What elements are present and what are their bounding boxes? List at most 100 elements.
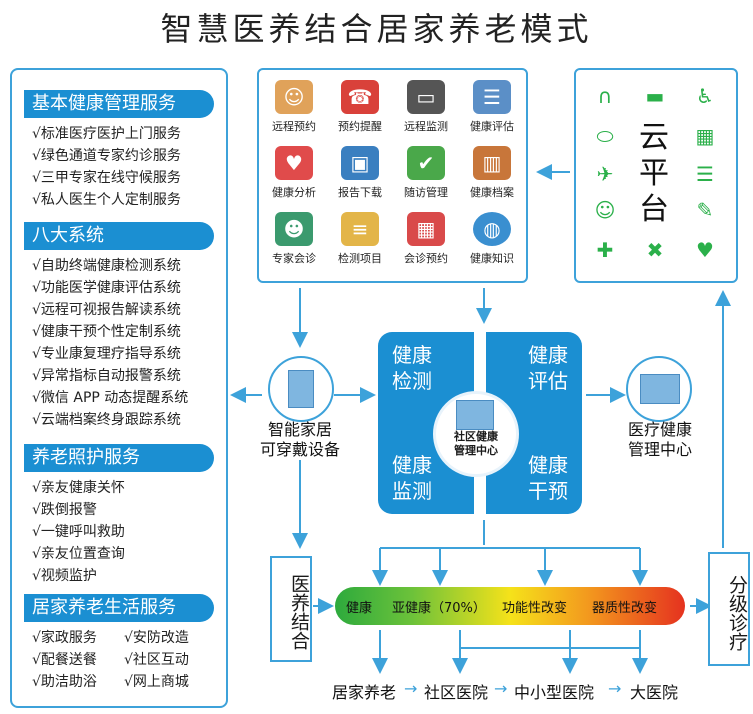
health-status-gradient-bar [335, 587, 685, 625]
chain-step: 中小型医院 [514, 683, 595, 702]
service-health-knowledge: ◍ 健康知识 [461, 212, 523, 266]
list-item: √一键呼叫救助 [32, 524, 125, 540]
wheelchair-icon: ♿ [696, 84, 714, 108]
community-health-center-hub: 社区健康 管理中心 [433, 391, 519, 477]
online-services-panel: ☺ 远程预约 ☎ 预约提醒 ▭ 远程监测 ☰健康评估 ♥ 健康分析 ▣ 报告下载 ✔ 随访管… [257, 68, 528, 283]
list-item: √亲友位置查询 [32, 546, 125, 562]
cloud-platform-label: 云 平 台 [634, 120, 674, 228]
service-label: 预约提醒 [338, 120, 382, 133]
list-item: √功能医学健康评估系统 [32, 280, 181, 296]
arrow-right-icon: → [404, 679, 418, 698]
user-check-icon: ✔ [407, 146, 445, 180]
service-label: 专家会诊 [272, 252, 316, 265]
medical-center-label: 医疗健康 管理中心 [627, 420, 692, 459]
gradient-label: 器质性改变 [592, 601, 658, 616]
list-item: √三甲专家在线守候服务 [32, 170, 181, 186]
list-item: √跌倒报警 [32, 502, 97, 518]
list-item: √助洁助浴 [32, 674, 97, 690]
service-label: 远程监测 [404, 120, 448, 133]
list-item: √远程可视报告解读系统 [32, 302, 181, 318]
calendar-icon: ▦ [407, 212, 445, 246]
airplane-icon: ✈ [596, 162, 614, 186]
cloud-platform-panel: ∩ ▬ ♿ ⬭ ▦ ✈ ☰ ☺ ✎ ✚ ✖ ♥ 云 平 台 [574, 68, 738, 283]
first-aid-kit-icon: ✚ [596, 238, 614, 262]
list-item: √社区互动 [124, 652, 189, 668]
quadrant-label: 健康 干预 [528, 453, 568, 503]
globe-icon: ◍ [473, 212, 511, 246]
clipboard-icon: ≡ [341, 212, 379, 246]
service-expert-consultation: ☻ 专家会诊 [263, 212, 325, 266]
service-remote-monitoring: ▭ 远程监测 [395, 80, 457, 134]
pill-icon: ⬭ [596, 124, 614, 148]
hospital-icon: ▦ [695, 124, 715, 148]
section-heading: 居家养老生活服务 [24, 594, 214, 622]
arrow-right-icon: → [494, 679, 508, 698]
ambulance-icon: ▬ [645, 84, 665, 108]
service-followup: ✔ 随访管理 [395, 146, 457, 200]
tiered-treatment-label: 分级诊疗 [708, 552, 750, 666]
section-heading: 基本健康管理服务 [24, 90, 214, 118]
hub-label: 社区健康 管理中心 [454, 430, 498, 457]
service-consultation-booking: ▦ 会诊预约 [395, 212, 457, 266]
smart-home-label: 智能家居 可穿戴设备 [259, 420, 340, 459]
service-remote-appointment: ☺ 远程预约 [263, 80, 325, 134]
service-appointment-reminder: ☎ 预约提醒 [329, 80, 391, 134]
building-icon [456, 400, 494, 430]
integrated-care-label: 医养结合 [270, 556, 312, 662]
list-item: √微信 APP 动态提醒系统 [32, 390, 189, 406]
heart-plus-icon: ♥ [275, 146, 313, 180]
list-item: √自助终端健康检测系统 [32, 258, 181, 274]
monitor-icon: ▭ [407, 80, 445, 114]
list-item: √标准医疗医护上门服务 [32, 126, 181, 142]
chain-step: 社区医院 [424, 683, 489, 702]
nurse-icon: ☺ [594, 198, 616, 222]
stethoscope-icon: ∩ [597, 84, 613, 108]
list-item: √专业康复理疗指导系统 [32, 346, 181, 362]
list-item: √绿色通道专家约诊服务 [32, 148, 181, 164]
list-item: √亲友健康关怀 [32, 480, 125, 496]
list-item: √私人医生个人定制服务 [32, 192, 181, 208]
quadrant-label: 健康 监测 [392, 453, 432, 503]
quadrant-label: 健康 检测 [392, 343, 432, 393]
medical-center-node [626, 356, 692, 422]
list-item: √视频监护 [32, 568, 97, 584]
cloud-label-char: 云 平 台 [639, 120, 669, 227]
service-label: 远程预约 [272, 120, 316, 133]
receptionist-icon: ☺ [275, 80, 313, 114]
heart-plus-icon: ♥ [696, 238, 714, 262]
list-item: √健康干预个性定制系统 [32, 324, 181, 340]
floppy-disk-icon: ▣ [341, 146, 379, 180]
syringe-icon: ✎ [696, 198, 714, 222]
service-label: 报告下载 [338, 186, 382, 199]
service-label: 随访管理 [404, 186, 448, 199]
service-label: 健康档案 [470, 186, 514, 199]
list-item: √配餐送餐 [32, 652, 97, 668]
service-report-download: ▣ 报告下载 [329, 146, 391, 200]
list-item: √安防改造 [124, 630, 189, 646]
building-icon [640, 374, 680, 404]
gradient-label: 健康 [346, 601, 373, 616]
left-service-panel: 基本健康管理服务 √标准医疗医护上门服务 √绿色通道专家约诊服务 √三甲专家在线… [10, 68, 228, 708]
arrow-right-icon: → [608, 679, 622, 698]
bandage-icon: ✖ [646, 238, 664, 262]
smart-home-node [268, 356, 334, 422]
gradient-label: 亚健康（70%） [392, 601, 486, 616]
service-label: 健康分析 [272, 186, 316, 199]
quadrant-label: 健康 评估 [528, 343, 568, 393]
list-item: √异常指标自动报警系统 [32, 368, 181, 384]
list-item: √网上商城 [124, 674, 189, 690]
phone-24-7-icon: ☎ [341, 80, 379, 114]
binders-icon: ▥ [473, 146, 511, 180]
service-health-records: ▥ 健康档案 [461, 146, 523, 200]
service-test-items: ≡检测项目 [329, 212, 391, 266]
list-item: √云端档案终身跟踪系统 [32, 412, 181, 428]
doctor-icon: ☻ [275, 212, 313, 246]
chain-step: 大医院 [630, 683, 679, 702]
service-label: 会诊预约 [404, 252, 448, 265]
chain-step: 居家养老 [332, 683, 397, 702]
id-card-icon: ☰ [473, 80, 511, 114]
service-label: 健康知识 [470, 252, 514, 265]
section-heading: 养老照护服务 [24, 444, 214, 472]
service-health-assessment: ☰健康评估 [461, 80, 523, 134]
